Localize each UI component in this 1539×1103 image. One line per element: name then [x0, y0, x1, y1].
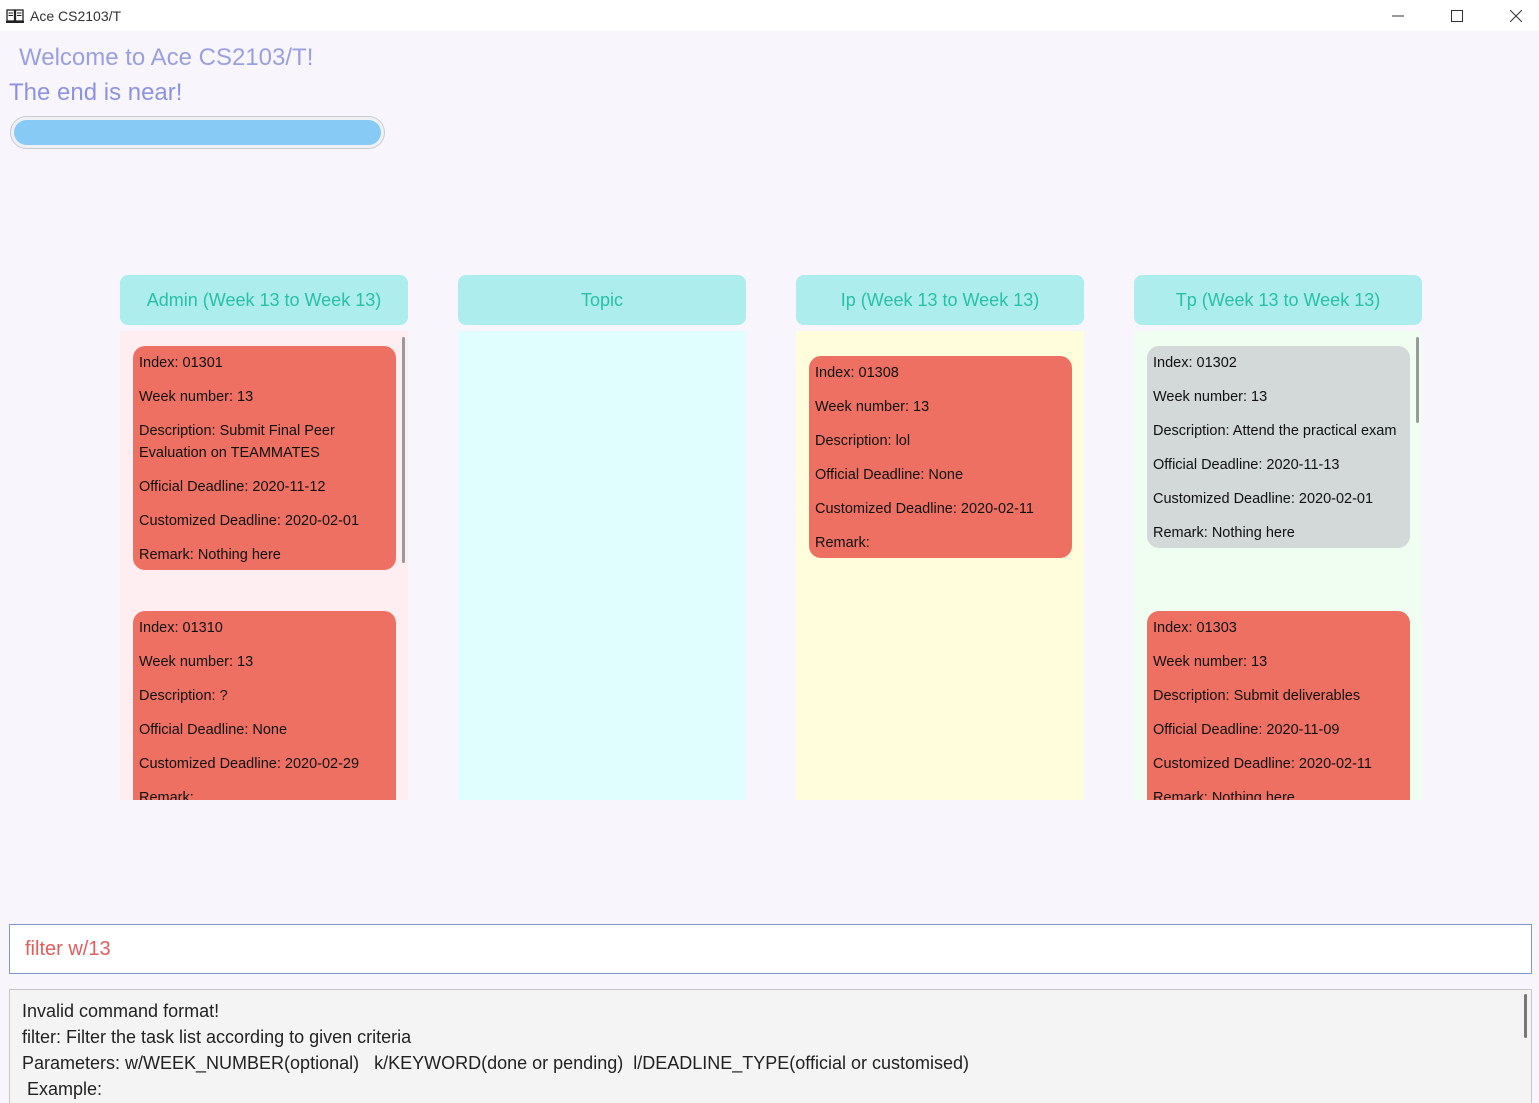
task-official-deadline: Official Deadline: 2020-11-13	[1153, 457, 1340, 473]
maximize-icon	[1451, 9, 1463, 22]
result-line: Parameters: w/WEEK_NUMBER(optional) k/KE…	[22, 1053, 969, 1073]
book-icon	[6, 8, 24, 23]
column-header-topic: Topic	[458, 275, 746, 325]
task-remark: Remark: Nothing here	[1153, 525, 1295, 541]
result-display[interactable]: Invalid command format! filter: Filter t…	[9, 989, 1532, 1103]
close-button[interactable]	[1493, 0, 1539, 31]
task-description: Description: Submit Final Peer Evaluatio…	[139, 423, 335, 461]
result-line: Invalid command format!	[22, 1001, 220, 1021]
task-index: Index: 01303	[1153, 620, 1237, 636]
task-description: Description: Attend the practical exam	[1153, 423, 1397, 439]
result-line: filter: Filter the task list according t…	[22, 1027, 412, 1047]
task-remark: Remark: Nothing here	[139, 547, 281, 563]
progress-bar	[10, 116, 385, 149]
task-remark: Remark:	[815, 535, 870, 551]
task-description: Description: ?	[139, 688, 228, 704]
column-header-admin: Admin (Week 13 to Week 13)	[120, 275, 408, 325]
task-remark: Remark:	[139, 790, 194, 800]
task-week: Week number: 13	[815, 399, 930, 415]
title-bar: Ace CS2103/T	[0, 0, 1539, 31]
maximize-button[interactable]	[1434, 0, 1480, 31]
task-description: Description: Submit deliverables	[1153, 688, 1361, 704]
task-index: Index: 01308	[815, 365, 899, 381]
result-line: Example:	[22, 1079, 103, 1099]
task-week: Week number: 13	[1153, 389, 1268, 405]
task-description: Description: lol	[815, 433, 911, 449]
progress-bar-fill	[14, 120, 381, 145]
scrollbar[interactable]	[1524, 994, 1527, 1038]
minimize-button[interactable]	[1375, 0, 1421, 31]
task-customized-deadline: Customized Deadline: 2020-02-01	[139, 513, 360, 529]
task-remark: Remark: Nothing here	[1153, 790, 1295, 800]
window-title: Ace CS2103/T	[30, 7, 122, 24]
task-week: Week number: 13	[139, 654, 254, 670]
scrollbar[interactable]	[1416, 337, 1419, 423]
task-official-deadline: Official Deadline: None	[815, 467, 964, 483]
task-customized-deadline: Customized Deadline: 2020-02-29	[139, 756, 360, 772]
column-list-ip[interactable]: Index: 01308 Week number: 13 Description…	[796, 331, 1084, 800]
column-list-topic[interactable]	[458, 331, 746, 800]
task-customized-deadline: Customized Deadline: 2020-02-11	[1153, 756, 1372, 772]
task-card[interactable]: Index: 01308 Week number: 13 Description…	[809, 356, 1072, 558]
task-index: Index: 01301	[139, 355, 223, 371]
task-customized-deadline: Customized Deadline: 2020-02-11	[815, 501, 1034, 517]
task-card[interactable]: Index: 01302 Week number: 13 Description…	[1147, 346, 1410, 548]
task-card[interactable]: Index: 01301 Week number: 13 Description…	[133, 346, 396, 570]
task-official-deadline: Official Deadline: None	[139, 722, 288, 738]
task-week: Week number: 13	[139, 389, 254, 405]
command-input-text: filter w/13	[25, 937, 111, 960]
task-customized-deadline: Customized Deadline: 2020-02-01	[1153, 491, 1374, 507]
welcome-text: Welcome to Ace CS2103/T!	[19, 44, 314, 71]
task-index: Index: 01302	[1153, 355, 1237, 371]
task-index: Index: 01310	[139, 620, 223, 636]
command-input[interactable]: filter w/13	[9, 924, 1532, 974]
column-header-tp: Tp (Week 13 to Week 13)	[1134, 275, 1422, 325]
minimize-icon	[1392, 15, 1404, 16]
column-header-ip: Ip (Week 13 to Week 13)	[796, 275, 1084, 325]
column-list-admin[interactable]: Index: 01301 Week number: 13 Description…	[120, 331, 408, 800]
task-week: Week number: 13	[1153, 654, 1268, 670]
task-official-deadline: Official Deadline: 2020-11-09	[1153, 722, 1340, 738]
scrollbar[interactable]	[402, 337, 405, 563]
task-card[interactable]: Index: 01310 Week number: 13 Description…	[133, 611, 396, 800]
task-official-deadline: Official Deadline: 2020-11-12	[139, 479, 326, 495]
status-message: The end is near!	[9, 79, 183, 106]
column-list-tp[interactable]: Index: 01302 Week number: 13 Description…	[1134, 331, 1422, 800]
task-card[interactable]: Index: 01303 Week number: 13 Description…	[1147, 611, 1410, 800]
close-icon	[1510, 9, 1522, 22]
